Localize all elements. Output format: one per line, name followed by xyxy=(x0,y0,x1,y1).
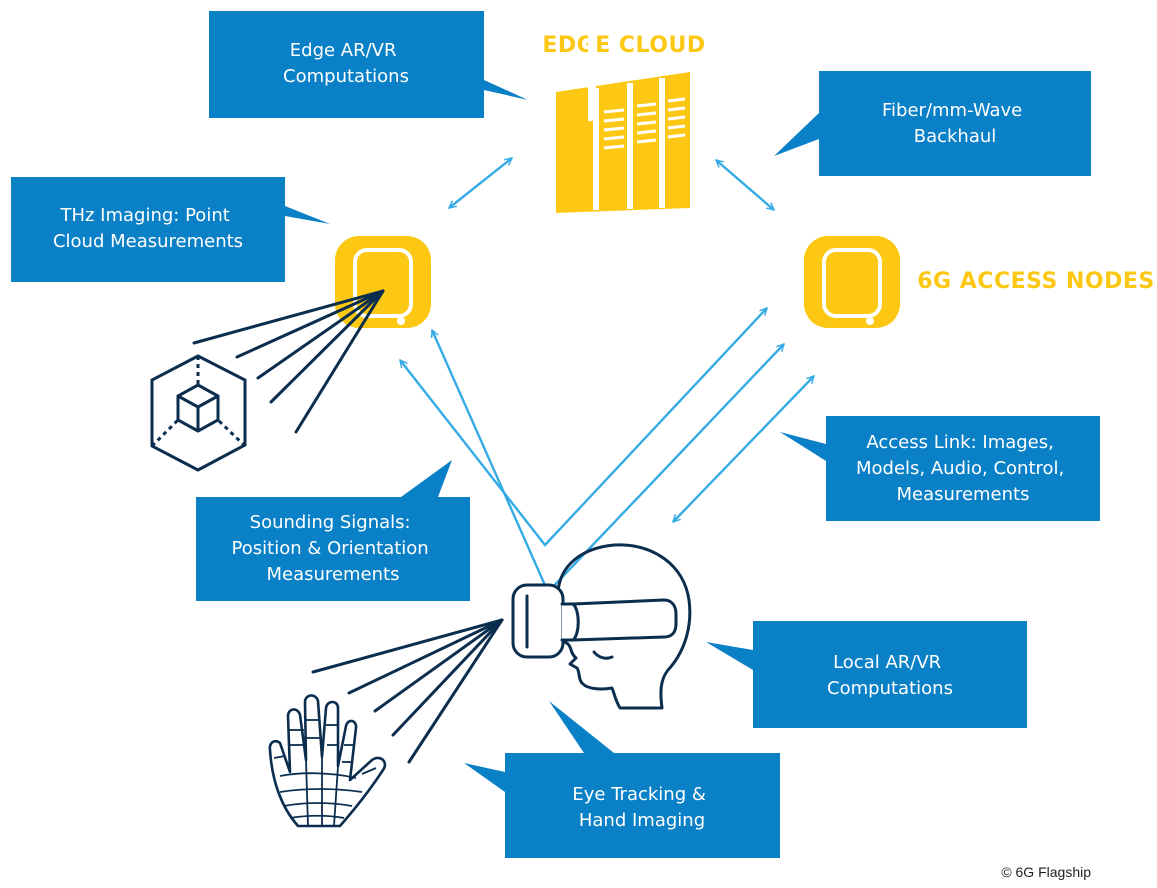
callout-thz-imaging: THz Imaging: Point Cloud Measurements xyxy=(11,177,330,282)
access-nodes-heading: 6G ACCESS NODES xyxy=(917,269,1154,294)
link-arrows-backhaul xyxy=(449,158,774,210)
arrow-edge-to-left-node xyxy=(449,158,512,208)
callout-sounding-line2: Position & Orientation xyxy=(232,538,429,559)
callout-access-link-line1: Access Link: Images, xyxy=(866,432,1053,453)
svg-text:Local AR/VR Computations: Local AR/VR Computations xyxy=(827,652,953,699)
callout-edge-computations-line1: Edge AR/VR xyxy=(290,40,397,61)
callout-backhaul-line2: Backhaul xyxy=(914,126,997,147)
callout-edge-computations: Edge AR/VR Computations xyxy=(209,11,528,118)
callout-eye-tracking-line2: Hand Imaging xyxy=(579,810,705,831)
callout-backhaul-box xyxy=(774,71,1091,176)
svg-text:Eye Tracking & Hand Imag: Eye Tracking & Hand Imaging xyxy=(572,784,711,831)
vr-headset-head-icon xyxy=(511,543,692,710)
callout-backhaul-line1: Fiber/mm-Wave xyxy=(882,100,1022,121)
access-link-bidirectional xyxy=(673,376,814,522)
access-node-right-icon xyxy=(804,236,900,328)
callout-local-computations-line1: Local AR/VR xyxy=(833,652,941,673)
svg-text:Edge AR/VR Computations: Edge AR/VR Computations xyxy=(283,40,409,87)
callout-eye-tracking: Eye Tracking & Hand Imaging xyxy=(464,701,780,858)
wireframe-hand-icon xyxy=(268,694,387,828)
sounding-signal-path-center xyxy=(430,330,550,593)
server-rack-icon xyxy=(556,0,690,213)
callout-sounding-line1: Sounding Signals: xyxy=(250,512,411,533)
eye xyxy=(592,650,614,660)
callout-local-computations-line2: Computations xyxy=(827,678,953,699)
callout-edge-computations-box xyxy=(209,11,528,118)
callout-sounding-box xyxy=(196,460,470,601)
callout-sounding-line3: Measurements xyxy=(267,564,400,585)
callout-access-link-line3: Measurements xyxy=(897,484,1030,505)
callout-local-computations-box xyxy=(706,621,1027,728)
callout-access-link: Access Link: Images, Models, Audio, Cont… xyxy=(780,416,1100,521)
callout-backhaul: Fiber/mm-Wave Backhaul xyxy=(774,71,1091,176)
edge-cloud-heading: EDGE CLOUD xyxy=(542,33,705,58)
head-outline xyxy=(556,543,692,710)
svg-text:Fiber/mm-Wave Backhaul: Fiber/mm-Wave Backhaul xyxy=(882,100,1028,147)
callout-edge-computations-line2: Computations xyxy=(283,66,409,87)
arrow-edge-to-right-node xyxy=(716,160,774,210)
callout-access-link-line2: Models, Audio, Control, xyxy=(856,458,1064,479)
hand-beam-lines xyxy=(311,618,504,764)
callout-access-link-box xyxy=(780,416,1100,521)
callout-sounding: Sounding Signals: Position & Orientation… xyxy=(196,460,470,601)
callout-eye-tracking-box xyxy=(464,701,780,858)
svg-text:Access Link: Images, Mod: Access Link: Images, Models, Audio, Cont… xyxy=(856,432,1070,505)
svg-text:THz Imaging: Point Cloud: THz Imaging: Point Cloud Measurements xyxy=(53,205,243,252)
headset-strap xyxy=(560,598,678,642)
3d-cube-icon xyxy=(150,354,247,472)
thz-beam-lines xyxy=(192,289,385,434)
headset-visor xyxy=(511,583,565,659)
callout-thz-imaging-box xyxy=(11,177,330,282)
callout-thz-imaging-line2: Cloud Measurements xyxy=(53,231,243,252)
callout-eye-tracking-line1: Eye Tracking & xyxy=(572,784,706,805)
callout-local-computations: Local AR/VR Computations xyxy=(706,621,1027,728)
svg-text:Sounding Signals: Positi: Sounding Signals: Position & Orientation… xyxy=(232,512,435,585)
copyright-text: © 6G Flagship xyxy=(1001,864,1091,880)
callout-thz-imaging-line1: THz Imaging: Point xyxy=(59,205,229,226)
